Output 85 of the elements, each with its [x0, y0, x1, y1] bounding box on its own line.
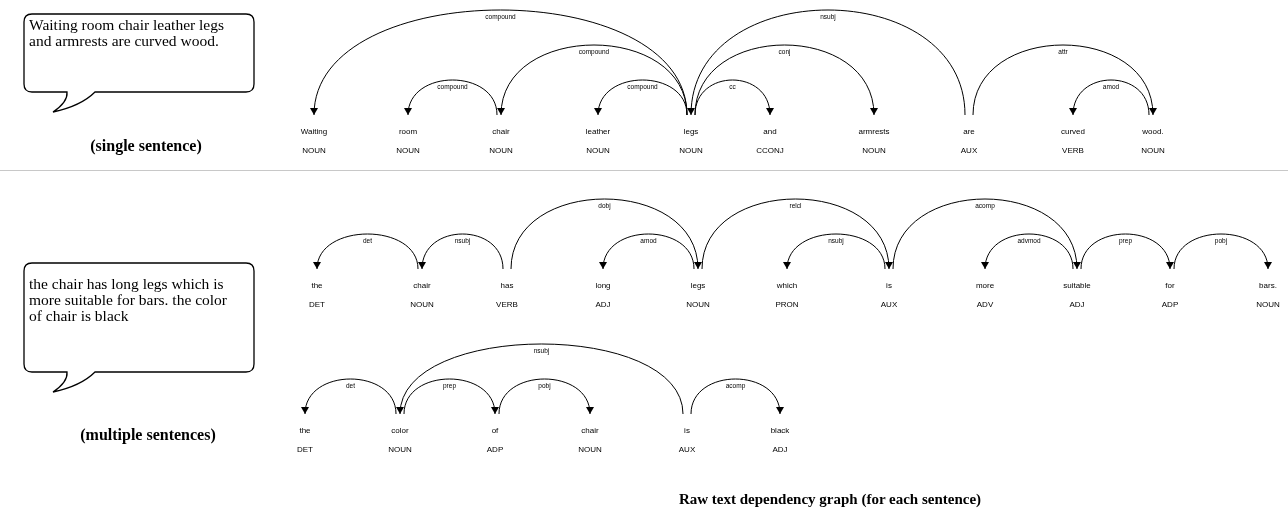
word-text: curved — [1061, 127, 1085, 137]
dependency-arc — [405, 79, 498, 116]
word-text: of — [491, 426, 499, 436]
word-text: which — [776, 281, 798, 291]
pos-tag: NOUN — [489, 146, 513, 156]
sentence-type-label: (single sentence) — [90, 137, 202, 155]
dependency-arc — [403, 378, 498, 415]
dependency-arc — [419, 233, 504, 270]
pos-tag: NOUN — [410, 300, 434, 310]
pos-tag: NOUN — [586, 146, 610, 156]
word-text: armrests — [858, 127, 890, 137]
bubble-text: the chair has long legs which is more suitable for bars. the color of chair is black — [29, 276, 228, 324]
word-text: wood. — [1142, 127, 1164, 137]
word-text: black — [770, 426, 790, 436]
dependency-arc — [701, 198, 892, 270]
word-text: for — [1165, 281, 1175, 291]
pos-tag: NOUN — [396, 146, 420, 156]
dependency-arc — [510, 198, 701, 270]
pos-tag: NOUN — [1141, 146, 1165, 156]
pos-tag: VERB — [496, 300, 518, 310]
word-text: bars. — [1259, 281, 1277, 291]
dependency-arc — [690, 378, 783, 415]
dependency-arc — [498, 44, 688, 116]
word-text: room — [398, 127, 418, 137]
word-text: are — [963, 127, 975, 137]
dependency-arc — [784, 233, 886, 270]
word-text: leather — [585, 127, 611, 137]
word-text: more — [975, 281, 995, 291]
dependency-arc — [1173, 233, 1271, 270]
word-text: chair — [492, 127, 510, 137]
pos-tag: ADP — [486, 445, 504, 455]
dependency-arc — [972, 44, 1156, 116]
dependency-arc — [595, 79, 688, 116]
pos-tag: NOUN — [679, 146, 703, 156]
word-text: and — [763, 127, 777, 137]
pos-tag: NOUN — [388, 445, 412, 455]
pos-tag: CCONJ — [756, 146, 784, 156]
pos-tag: ADJ — [1069, 300, 1085, 310]
word-text: Waiting — [300, 127, 328, 137]
dependency-arc — [1070, 79, 1150, 116]
word-text: legs — [690, 281, 706, 291]
word-text: the — [311, 281, 323, 291]
word-text: suitable — [1063, 281, 1091, 291]
pos-tag: NOUN — [302, 146, 326, 156]
pos-tag: PRON — [775, 300, 799, 310]
word-text: has — [500, 281, 514, 291]
pos-tag: ADJ — [772, 445, 788, 455]
caption: Raw text dependency graph (for each sentence) — [678, 491, 982, 508]
pos-tag: AUX — [678, 445, 696, 455]
word-text: the — [299, 426, 311, 436]
pos-tag: VERB — [1062, 146, 1084, 156]
dependency-arc — [694, 79, 773, 116]
dependency-arc — [892, 198, 1080, 270]
pos-tag: AUX — [960, 146, 978, 156]
pos-tag: NOUN — [862, 146, 886, 156]
dependency-arc — [982, 233, 1074, 270]
dependency-arc — [498, 378, 593, 415]
word-text: color — [391, 426, 409, 436]
pos-tag: DET — [309, 300, 325, 310]
sentence-type-label: (multiple sentences) — [80, 426, 216, 444]
bubble-text: Waiting room chair leather legs and armrests are curved wood. — [29, 17, 225, 49]
pos-tag: AUX — [880, 300, 898, 310]
dependency-arc — [688, 9, 966, 116]
dependency-arc — [600, 233, 695, 270]
word-text: is — [684, 426, 690, 436]
speech-bubble — [23, 13, 255, 114]
dependency-arc — [311, 9, 688, 116]
word-text: chair — [581, 426, 599, 436]
pos-tag: ADV — [976, 300, 994, 310]
pos-tag: NOUN — [686, 300, 710, 310]
pos-tag: ADP — [1161, 300, 1179, 310]
speech-bubble — [23, 262, 255, 394]
dependency-arc — [302, 378, 397, 415]
word-text: chair — [413, 281, 431, 291]
word-text: is — [886, 281, 892, 291]
pos-tag: NOUN — [1256, 300, 1280, 310]
word-text: legs — [683, 127, 699, 137]
pos-tag: NOUN — [578, 445, 602, 455]
pos-tag: DET — [297, 445, 313, 455]
word-text: long — [595, 281, 611, 291]
dependency-arc — [1080, 233, 1173, 270]
pos-tag: ADJ — [595, 300, 611, 310]
dependency-arc — [397, 343, 684, 415]
dependency-arc — [314, 233, 419, 270]
dependency-arc — [694, 44, 877, 116]
